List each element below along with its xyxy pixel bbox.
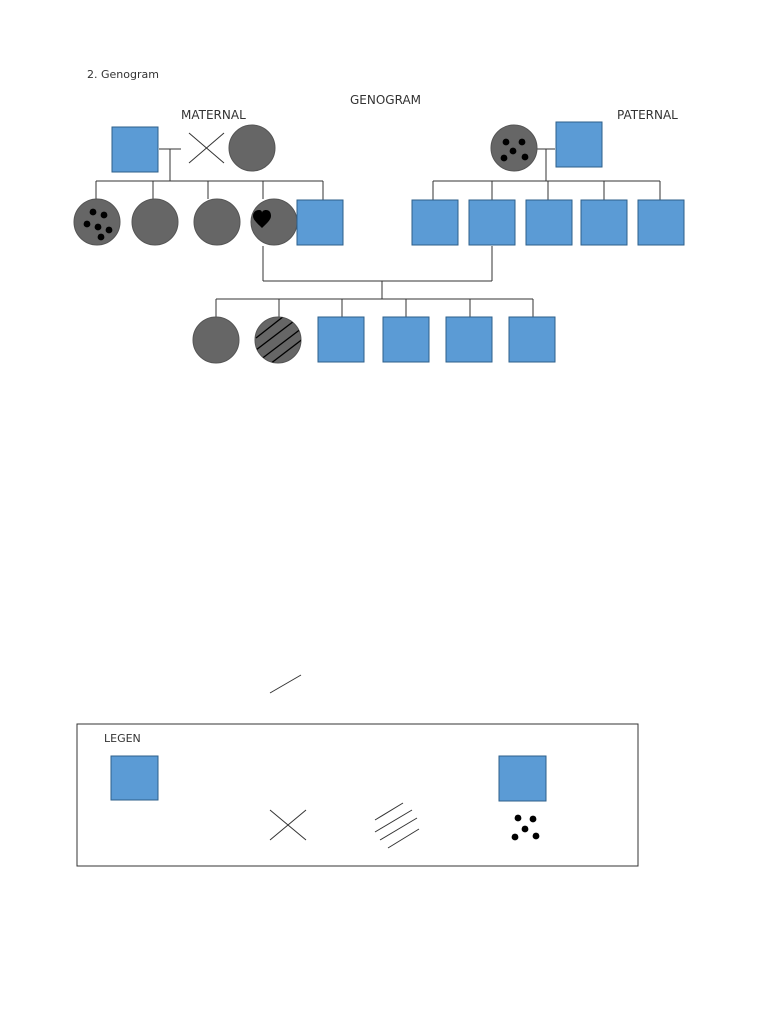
legend-separation-cross [269, 809, 307, 841]
maternal-label: MATERNAL [181, 108, 246, 122]
legend-title: LEGEN [104, 732, 141, 745]
stray-slash-mark [269, 674, 302, 694]
separation-cross-b [188, 132, 225, 164]
paternal-uncle-male [637, 199, 685, 246]
son-male [317, 316, 365, 363]
genogram-title: GENOGRAM [350, 93, 422, 107]
paternal-uncle-male [580, 199, 628, 246]
legend-dots [511, 814, 540, 841]
mother-female-with-heart [250, 198, 298, 246]
daughter-female [192, 316, 240, 364]
son-male [382, 316, 430, 363]
maternal-aunt-female [131, 198, 179, 246]
legend-stripes [374, 802, 420, 849]
legend-frame [76, 723, 639, 867]
paternal-label: PATERNAL [617, 108, 678, 122]
maternal-grandmother-female [228, 124, 276, 172]
legend-male-symbol-dots [498, 755, 547, 802]
paternal-uncle-male [525, 199, 573, 246]
son-male [445, 316, 493, 363]
connection-lines [95, 132, 661, 317]
maternal-grandfather-male [111, 126, 159, 173]
section-title: 2. Genogram [87, 68, 159, 81]
paternal-uncle-male [411, 199, 459, 246]
maternal-uncle-male [296, 199, 344, 246]
maternal-aunt-with-dots [73, 198, 121, 246]
maternal-aunt-female [193, 198, 241, 246]
paternal-grandmother-female [490, 124, 538, 172]
legend-male-symbol [110, 755, 159, 801]
father-male [468, 199, 516, 246]
paternal-grandfather-male [555, 121, 603, 168]
legend-box [76, 723, 639, 867]
heart-icon [253, 210, 271, 228]
son-male [508, 316, 556, 363]
daughter-female-striped [254, 316, 302, 364]
